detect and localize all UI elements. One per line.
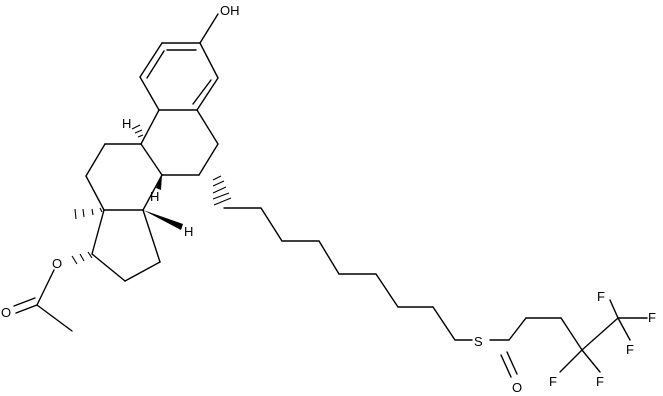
c17-o-hash: [71, 251, 93, 265]
alkyl-chain: [223, 207, 473, 341]
cf2-f-bond-2: [581, 349, 601, 373]
cf3-f-bond-1: [609, 299, 619, 319]
s-o-double-1: [500, 354, 512, 378]
ring-d: [91, 209, 161, 282]
fluoroalkyl-chain: [508, 317, 619, 352]
ring-c: [85, 143, 163, 211]
cf3-f-bond-3: [617, 317, 631, 341]
c7-chain-hash: [212, 175, 232, 206]
fluorine-label-4: F: [549, 374, 557, 389]
s-o-double-2: [506, 351, 518, 375]
ring-a: [139, 42, 219, 111]
fluorine-label-2: F: [648, 310, 656, 325]
fluorine-label-3: F: [626, 342, 634, 357]
cf2-f-bond-1: [559, 349, 583, 373]
acetate-group: [13, 269, 73, 332]
h9-label: H: [122, 116, 131, 131]
ester-oxygen-label: O: [52, 256, 62, 271]
hydroxyl-label: OH: [220, 3, 240, 18]
h8-label: H: [150, 189, 159, 204]
h14-wedge: [143, 210, 183, 230]
fluorine-label-5: F: [596, 374, 604, 389]
h14-label: H: [184, 224, 193, 239]
methyl-hash: [74, 207, 103, 220]
sulfoxide-oxygen-label: O: [512, 380, 522, 395]
sulfur-label: S: [474, 334, 483, 349]
carbonyl-oxygen-label: O: [1, 305, 11, 320]
oh-bond: [199, 13, 219, 44]
h9-hash: [131, 124, 144, 138]
h8-wedge: [156, 175, 162, 190]
fluorine-label-1: F: [597, 289, 605, 304]
ring-b: [140, 109, 219, 176]
